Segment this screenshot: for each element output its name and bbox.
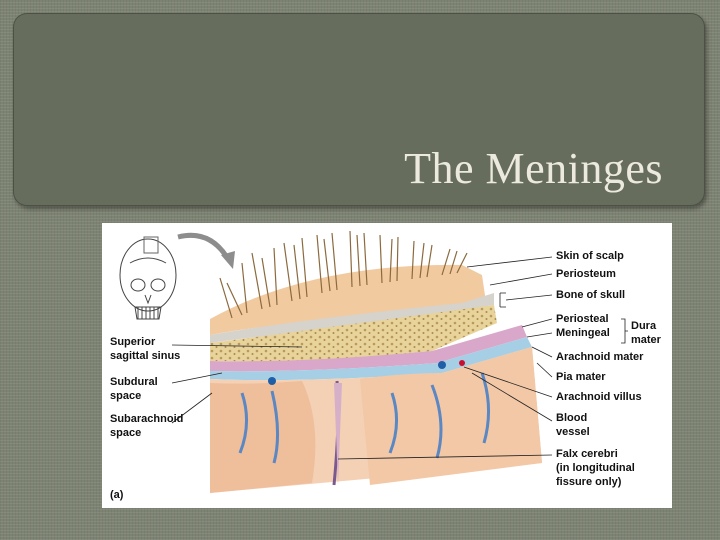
brain-tissue (210, 347, 542, 493)
label-falx-sub1: (in longitudinal (556, 462, 635, 474)
label-arachnoid-mater: Arachnoid mater (556, 351, 644, 363)
title-panel: The Meninges (13, 13, 705, 206)
label-subdural-space: space (110, 390, 142, 402)
arrow-icon (177, 232, 231, 261)
meninges-illustration (119, 230, 628, 493)
label-meningeal: Meningeal (556, 327, 610, 339)
label-dura-mater: mater (631, 334, 661, 346)
skull-icon (119, 236, 177, 320)
label-subdural: Subdural (110, 376, 158, 388)
label-periosteum: Periosteum (556, 268, 616, 280)
label-falx-cerebri: Falx cerebri (556, 448, 618, 460)
label-arachnoid-villus: Arachnoid villus (556, 391, 642, 403)
label-blood: Blood (556, 412, 588, 424)
slide-title: The Meninges (404, 144, 663, 193)
panel-label: (a) (110, 489, 124, 501)
label-sagittal-sinus: sagittal sinus (110, 350, 181, 362)
label-superior: Superior (110, 336, 156, 348)
arachnoid-layer (210, 337, 532, 381)
label-periosteal: Periosteal (556, 313, 609, 325)
scalp-layer (210, 230, 487, 335)
label-bone-of-skull: Bone of skull (556, 289, 626, 301)
bone-layer (210, 305, 497, 363)
label-dura: Dura (631, 320, 657, 332)
label-pia-mater: Pia mater (556, 371, 606, 383)
label-skin-of-scalp: Skin of scalp (556, 250, 624, 262)
label-subarachnoid-space: space (110, 427, 142, 439)
label-falx-sub2: fissure only) (556, 476, 622, 488)
label-vessel: vessel (556, 426, 590, 438)
meninges-figure: Skin of scalp Periosteum Bone of skull P… (102, 223, 672, 508)
periosteum-layer (210, 293, 494, 343)
dura-layer (210, 325, 527, 372)
label-subarachnoid: Subarachnoid (110, 413, 184, 425)
